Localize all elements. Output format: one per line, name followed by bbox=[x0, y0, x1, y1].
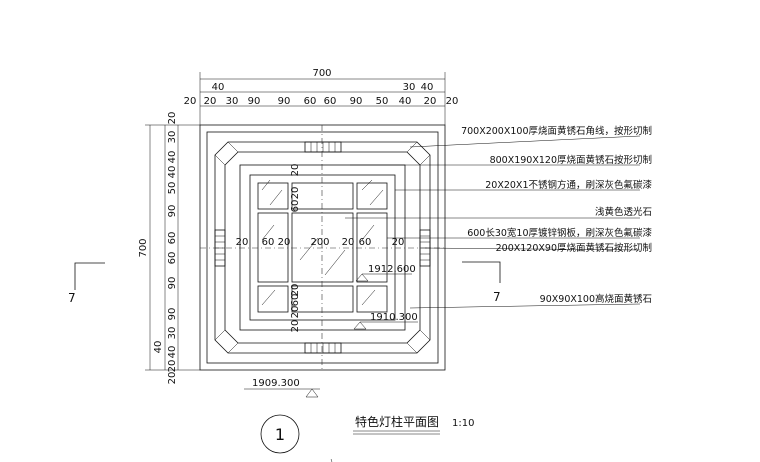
label-steel-plate: 600长30宽10厚镀锌钢板，刷深灰色氟碳漆 bbox=[467, 227, 652, 239]
inner-dimensions: 20 60 20 200 20 60 20 20 20 60 20 60 20 … bbox=[236, 164, 405, 333]
inner-dim-v2: 20 bbox=[290, 187, 301, 200]
left-dim-12: 40 bbox=[167, 346, 178, 359]
top-dim-row3-2: 30 bbox=[226, 96, 239, 107]
top-dim-row3-9: 40 bbox=[399, 96, 412, 107]
top-dim-row2-2: 40 bbox=[421, 82, 434, 93]
inner-dim-h1: 20 bbox=[236, 237, 249, 248]
left-dimension-lines bbox=[145, 124, 200, 371]
base-slab bbox=[206, 131, 439, 364]
left-dim-10: 30 bbox=[167, 327, 178, 340]
inner-dim-h2: 60 bbox=[262, 237, 275, 248]
top-dim-row3-4: 90 bbox=[278, 96, 291, 107]
left-dim-0: 20 bbox=[167, 112, 178, 125]
section-mark-left: 7 bbox=[68, 291, 76, 305]
left-dim-1: 30 bbox=[167, 131, 178, 144]
top-dim-row3-5: 60 bbox=[304, 96, 317, 107]
left-dim-3: 40 bbox=[167, 166, 178, 179]
inner-dim-h3: 20 bbox=[278, 237, 291, 248]
left-dim-13: 20 bbox=[167, 360, 178, 373]
title-block: 1 特色灯柱平面图 1:10 bbox=[260, 414, 474, 462]
left-dim-overall: 700 bbox=[138, 238, 149, 257]
label-translucent-stone: 浅黄色透光石 bbox=[595, 206, 652, 218]
translucent-stone bbox=[291, 212, 354, 283]
top-dim-row3-3: 90 bbox=[248, 96, 261, 107]
inner-dim-h4: 200 bbox=[310, 237, 329, 248]
top-dim-row3: 20 20 30 90 90 60 60 90 50 40 20 20 bbox=[184, 96, 459, 107]
label-side-stone: 200X120X90厚烧面黄锈石按形切制 bbox=[496, 242, 652, 254]
inner-dim-v7: 20 bbox=[290, 320, 301, 333]
top-dim-row3-8: 50 bbox=[376, 96, 389, 107]
level-markers: 1912.600 1910.300 1909.300 bbox=[244, 264, 418, 398]
label-corner-line: 700X200X100厚烧面黄锈石角线，按形切制 bbox=[461, 125, 652, 137]
label-base-stone: 90X90X100高烧面黄锈石 bbox=[540, 293, 652, 305]
top-dim-row3-10: 20 bbox=[424, 96, 437, 107]
top-dimension-lines bbox=[199, 72, 446, 125]
level-3: 1909.300 bbox=[252, 378, 300, 389]
left-dim-11: 40 bbox=[153, 341, 164, 354]
inner-dim-h7: 20 bbox=[392, 237, 405, 248]
label-steel-tube: 20X20X1不锈钢方通，刷深灰色氟碳漆 bbox=[485, 179, 652, 191]
top-dim-row3-11: 20 bbox=[446, 96, 459, 107]
inner-dim-v4: 20 bbox=[290, 284, 301, 297]
left-dim-6: 60 bbox=[167, 232, 178, 245]
inner-dim-v3: 60 bbox=[290, 200, 301, 213]
left-dim-7: 60 bbox=[167, 252, 178, 265]
left-dim-2: 40 bbox=[167, 151, 178, 164]
top-dim-overall: 700 bbox=[312, 68, 331, 79]
top-dim-row3-6: 60 bbox=[324, 96, 337, 107]
inner-dim-h5: 20 bbox=[342, 237, 355, 248]
top-dim-row3-7: 90 bbox=[350, 96, 363, 107]
left-dim-9: 90 bbox=[167, 308, 178, 321]
outer-border bbox=[199, 124, 446, 371]
steel-frame bbox=[249, 174, 396, 321]
level-1: 1912.600 bbox=[368, 264, 416, 275]
left-dim-8: 90 bbox=[167, 277, 178, 290]
top-dim-row2-1: 30 bbox=[403, 82, 416, 93]
left-dim-14: 20 bbox=[167, 372, 178, 385]
inner-dim-v1: 20 bbox=[290, 164, 301, 177]
drawing-title: 特色灯柱平面图 bbox=[355, 414, 439, 429]
left-dim-column: 20 30 40 40 50 90 60 60 90 90 30 40 40 2… bbox=[153, 112, 178, 385]
top-dim-row3-0: 20 bbox=[184, 96, 197, 107]
plan-body bbox=[199, 124, 446, 372]
level-2: 1910.300 bbox=[370, 312, 418, 323]
drawing-number: 1 bbox=[275, 425, 285, 444]
left-dim-5: 90 bbox=[167, 205, 178, 218]
section-mark-right: 7 bbox=[493, 290, 501, 304]
stone-band bbox=[239, 164, 406, 331]
inner-dim-v6: 20 bbox=[290, 306, 301, 319]
inner-dim-v5: 60 bbox=[290, 294, 301, 307]
top-dim-row3-1: 20 bbox=[204, 96, 217, 107]
label-stone-band: 800X190X120厚烧面黄锈石按形切制 bbox=[490, 154, 652, 166]
section-marks: 7 7 bbox=[68, 261, 501, 305]
material-labels: 700X200X100厚烧面黄锈石角线，按形切制 800X190X120厚烧面黄… bbox=[461, 125, 652, 305]
left-dim-4: 50 bbox=[167, 182, 178, 195]
top-dim-row2-0: 40 bbox=[212, 82, 225, 93]
drawing-number-circle bbox=[260, 414, 300, 454]
inner-dim-h6: 60 bbox=[359, 237, 372, 248]
leader-lines bbox=[345, 135, 641, 309]
drawing-scale: 1:10 bbox=[452, 418, 474, 429]
